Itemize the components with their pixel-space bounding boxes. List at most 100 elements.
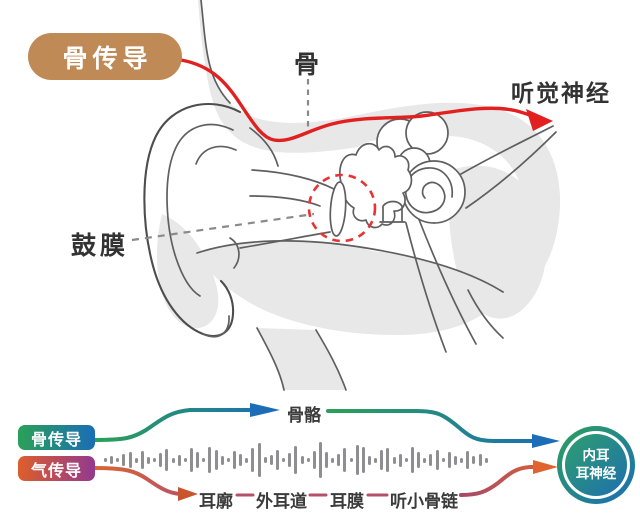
eardrum-focus-circle bbox=[307, 173, 377, 243]
eardrum-label: 鼓膜 bbox=[71, 232, 130, 260]
waveform-bar bbox=[478, 454, 482, 466]
eustachian-line-1 bbox=[405, 222, 447, 353]
jaw-outline bbox=[196, 240, 504, 293]
waveform-bar bbox=[374, 457, 378, 463]
waveform-bar bbox=[171, 457, 175, 463]
air-path-segment-1 bbox=[92, 466, 182, 496]
waveform-bar bbox=[355, 445, 359, 475]
waveform-bar bbox=[226, 458, 230, 462]
waveform-bar bbox=[214, 450, 218, 470]
waveform-bar bbox=[153, 458, 157, 462]
waveform-bar bbox=[239, 454, 243, 466]
waveform-bar bbox=[122, 454, 126, 466]
eustachian-line-2 bbox=[417, 216, 477, 345]
eardrum-membrane bbox=[329, 181, 347, 237]
waveform-bar bbox=[429, 454, 433, 466]
eardrum-leader-line bbox=[131, 212, 315, 242]
waveform-bar bbox=[189, 448, 193, 472]
waveform-bar bbox=[269, 455, 273, 465]
waveform-bar bbox=[257, 443, 261, 477]
waveform-bar bbox=[220, 455, 224, 465]
waveform-bar bbox=[423, 457, 427, 463]
stapes bbox=[379, 200, 406, 223]
ear-anatomy-illustration bbox=[131, 0, 561, 391]
air-path-segment-2 bbox=[459, 465, 537, 497]
ear-canal-label: 外耳道 bbox=[256, 492, 307, 511]
inner-ear-target-circle: 内耳 耳神经 bbox=[557, 426, 635, 504]
eustachian-line-3 bbox=[467, 289, 504, 339]
waveform-bar bbox=[411, 447, 415, 473]
conduction-flow-paths bbox=[92, 403, 560, 501]
pinna-fold-2 bbox=[195, 145, 237, 165]
bone-conduction-red-path bbox=[179, 58, 538, 143]
waveform-bar bbox=[306, 458, 310, 462]
auditory-nerve-label: 听觉神经 bbox=[511, 80, 611, 106]
waveform-bar bbox=[165, 449, 169, 471]
auditory-nerve-line-1 bbox=[460, 125, 554, 175]
waveform-bar bbox=[146, 456, 150, 464]
waveform-bar bbox=[466, 451, 470, 469]
target-white-ring: 内耳 耳神经 bbox=[562, 431, 630, 499]
bone-path-segment-2 bbox=[326, 409, 536, 443]
skeleton-label: 骨骼 bbox=[287, 406, 321, 425]
waveform-bar bbox=[251, 448, 255, 472]
ear-canal-mid-line bbox=[249, 195, 321, 207]
waveform-bar bbox=[484, 457, 488, 463]
auditory-nerve-line-2 bbox=[465, 131, 557, 209]
bone-label: 骨 bbox=[294, 51, 320, 79]
tragus bbox=[229, 237, 240, 269]
waveform-bar bbox=[318, 442, 322, 478]
waveform-bar bbox=[104, 458, 107, 462]
neck-line-left bbox=[256, 327, 285, 391]
waveform-bar bbox=[263, 457, 267, 463]
waveform-bar bbox=[288, 453, 292, 467]
waveform-bar bbox=[460, 457, 464, 463]
waveform-bar bbox=[435, 450, 439, 470]
waveform-bar bbox=[337, 454, 341, 466]
waveform-bar bbox=[343, 448, 347, 472]
pinna-outline bbox=[143, 103, 242, 337]
ossicles bbox=[338, 142, 413, 229]
jaw-shade bbox=[197, 240, 503, 336]
flow-bone-conduction-badge: 骨传导 bbox=[18, 425, 95, 450]
air-path-arrow-1 bbox=[178, 487, 198, 501]
pinna-inner-fold bbox=[166, 123, 234, 297]
eardrum-membrane-label: 耳膜 bbox=[330, 492, 364, 511]
waveform-bar bbox=[312, 451, 316, 469]
waveform-bar bbox=[386, 448, 390, 472]
waveform-bar bbox=[447, 452, 451, 468]
waveform-bar bbox=[472, 456, 476, 464]
waveform-bar bbox=[159, 453, 163, 467]
bone-path-segment-1 bbox=[92, 408, 254, 442]
earlobe-curl bbox=[202, 315, 230, 338]
waveform-bar bbox=[325, 452, 329, 468]
ear-canal-upper-wall bbox=[251, 169, 335, 190]
waveform-bar bbox=[232, 451, 236, 469]
waveform-bar bbox=[208, 447, 212, 473]
flow-air-conduction-badge: 气传导 bbox=[18, 456, 95, 481]
waveform-bar bbox=[196, 452, 200, 468]
waveform-bar bbox=[404, 458, 408, 462]
waveform-bar bbox=[128, 452, 132, 468]
waveform-bar bbox=[245, 457, 249, 463]
cochlea-spiral bbox=[404, 167, 454, 214]
waveform-bar bbox=[177, 454, 181, 466]
waveform-bar bbox=[294, 446, 298, 474]
waveform-bar bbox=[300, 456, 304, 464]
neck-line-right bbox=[315, 329, 347, 391]
waveform-bar bbox=[361, 447, 365, 473]
target-line2: 耳神经 bbox=[575, 466, 617, 481]
waveform-bar bbox=[417, 452, 421, 468]
skull-edge-line bbox=[200, 0, 231, 104]
bone-path-arrow-1 bbox=[250, 403, 280, 417]
waveform-bar bbox=[275, 450, 279, 470]
bone-path-arrow-2 bbox=[532, 434, 560, 448]
waveform-bar bbox=[183, 458, 187, 462]
bone-conduction-badge: 骨传导 bbox=[28, 33, 182, 80]
waveform-bar bbox=[202, 458, 206, 462]
waveform-bar bbox=[380, 450, 384, 470]
cochlea-body bbox=[402, 160, 466, 224]
ossicular-chain-label: 听小骨链 bbox=[390, 492, 458, 511]
